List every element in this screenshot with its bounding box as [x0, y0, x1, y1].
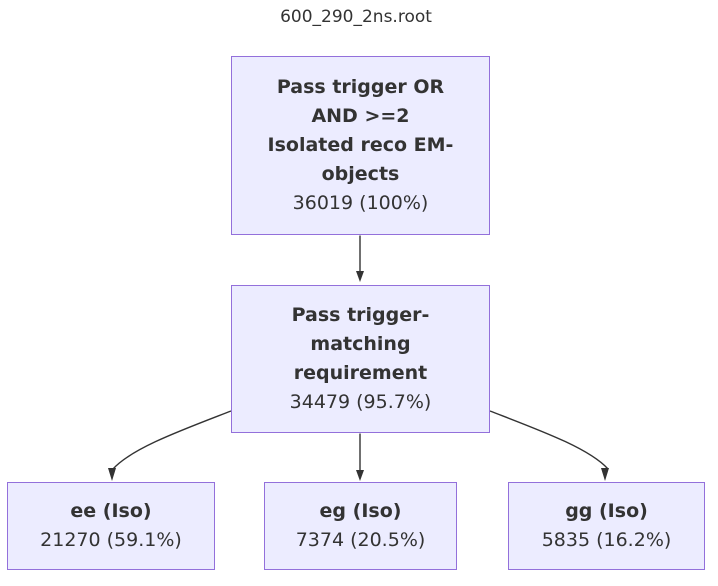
edge-match-to-gg [489, 410, 609, 470]
node-count: 7374 (20.5%) [295, 529, 426, 551]
node-count: 34479 (95.7%) [289, 391, 432, 413]
node-ee-iso: ee (Iso) 21270 (59.1%) [7, 482, 215, 570]
node-trigger-matching: Pass trigger- matching requirement 34479… [231, 285, 490, 433]
node-label: eg (Iso) [319, 500, 402, 522]
arrowhead-match-to-eg [356, 470, 364, 481]
diagram-title: 600_290_2ns.root [280, 7, 432, 27]
node-count: 36019 (100%) [292, 192, 429, 214]
node-gg-iso: gg (Iso) 5835 (16.2%) [508, 482, 705, 570]
node-count: 5835 (16.2%) [541, 529, 672, 551]
edge-match-to-ee [112, 410, 232, 470]
node-label: ee (Iso) [70, 500, 152, 522]
node-label: Pass trigger- matching requirement [291, 304, 430, 384]
arrowhead-root-to-match [356, 271, 364, 282]
node-pass-trigger-or: Pass trigger OR AND >=2 Isolated reco EM… [231, 56, 490, 235]
arrowhead-match-to-ee [108, 468, 116, 481]
node-count: 21270 (59.1%) [40, 529, 182, 551]
node-label: Pass trigger OR AND >=2 Isolated reco EM… [267, 76, 454, 185]
node-label: gg (Iso) [565, 500, 648, 522]
arrowhead-match-to-gg [601, 468, 609, 481]
node-eg-iso: eg (Iso) 7374 (20.5%) [264, 482, 457, 570]
